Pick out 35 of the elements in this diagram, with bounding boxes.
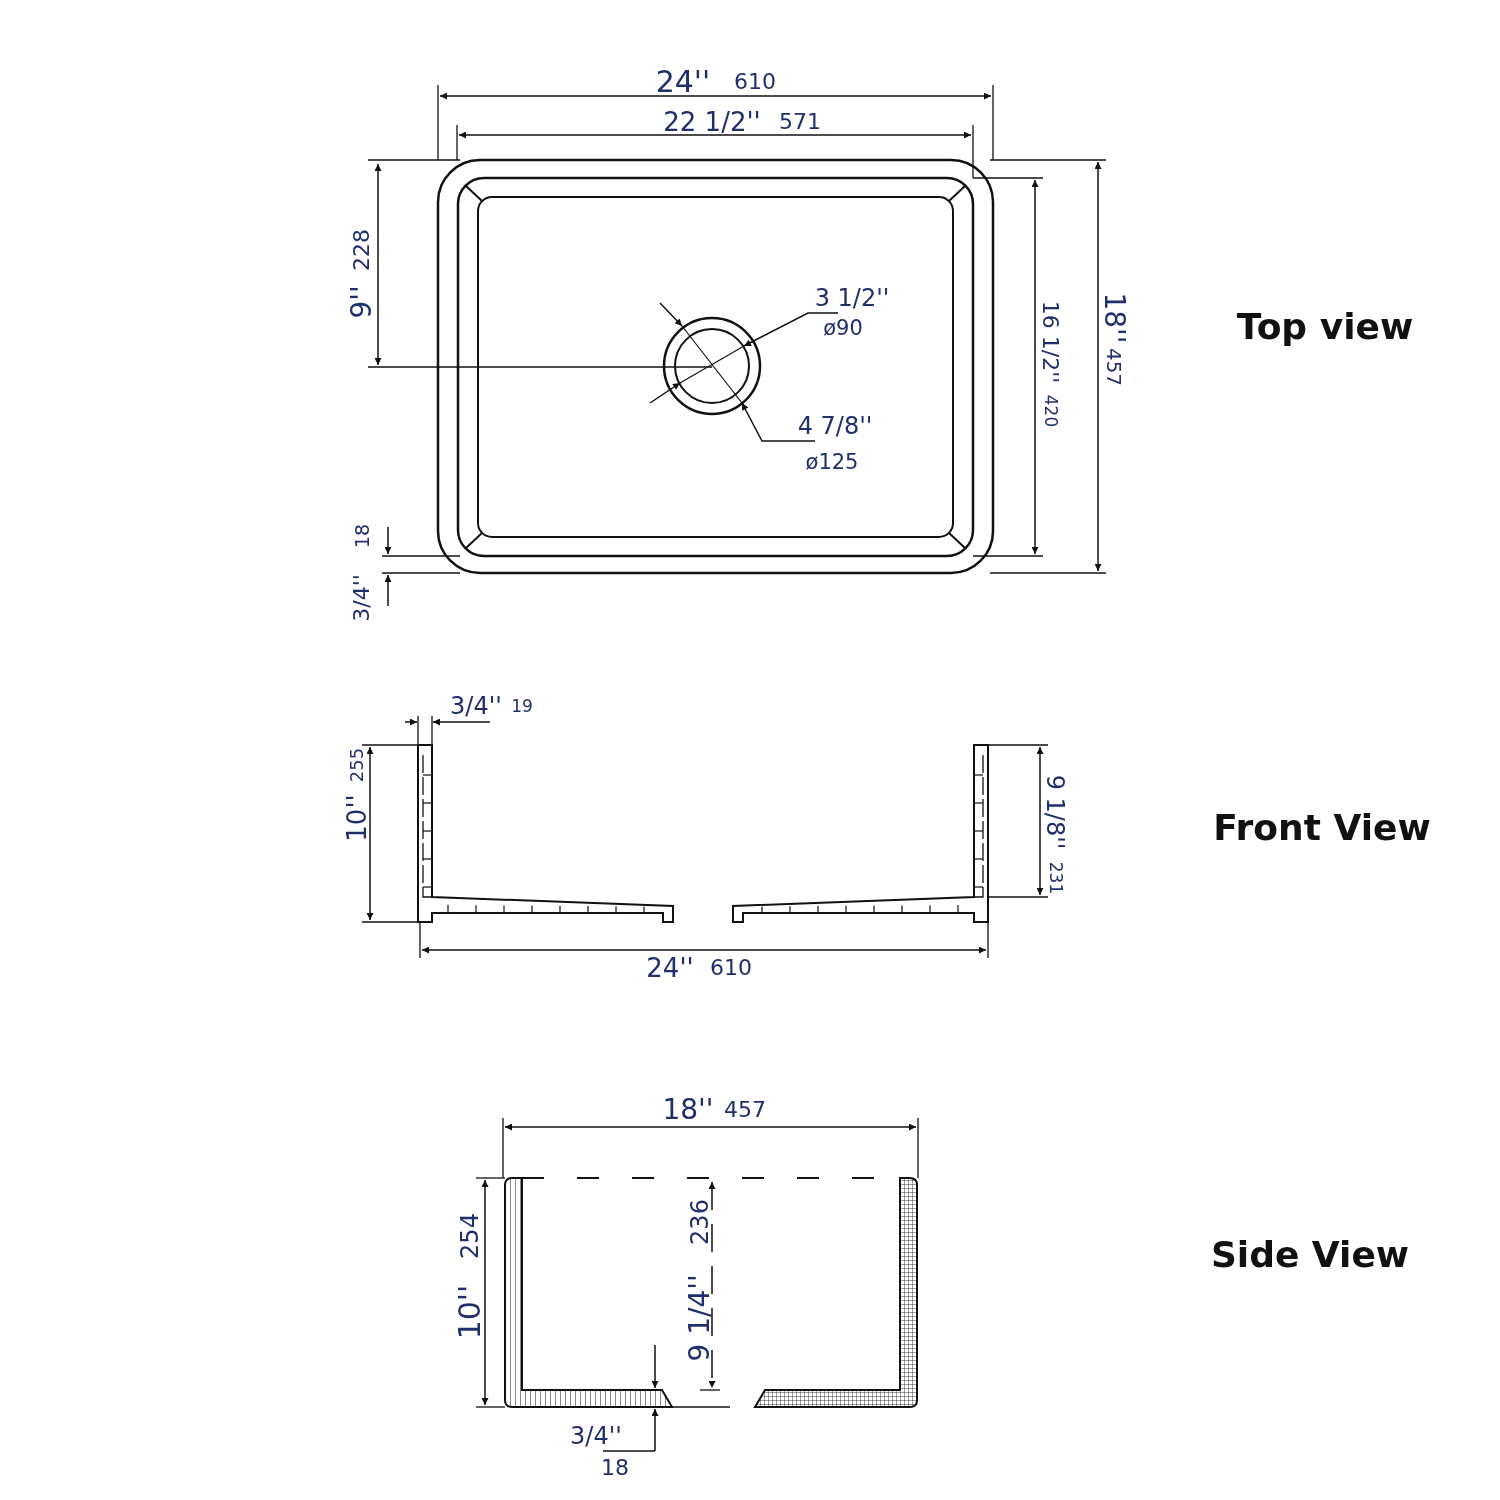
dimension-label: 3/4'' [450,694,502,718]
dimension-label: 10'' [455,1284,485,1340]
dimension-label: 4 7/8'' [797,414,873,438]
dimension-label: 457 [1104,347,1124,387]
dimension-label: 610 [710,957,752,979]
dimension-label: 10'' [344,794,370,842]
dimension-label: 22 1/2'' [663,109,761,135]
dimension-label: 19 [511,697,533,715]
dimension-label: 18'' [1100,292,1128,344]
dimension-label: 9 1/4'' [686,1274,714,1362]
view-title: Side View [1210,1237,1410,1273]
dimension-label: 3/4'' [351,574,373,622]
dimension-label: 24'' [646,955,694,981]
view-title: Front View [1213,810,1431,846]
dimension-label: ø90 [823,317,863,339]
dimension-label: 16 1/2'' [1039,300,1061,384]
dimension-label: 18'' [662,1096,714,1124]
dimension-label: 571 [779,111,821,133]
dimension-label: 18 [352,523,372,549]
dimension-label: 24'' [655,67,711,97]
dimension-label: 18 [601,1457,629,1479]
dimension-label: 236 [688,1199,712,1245]
dimension-label: 3 1/2'' [814,286,890,310]
view-title: Top view [1236,309,1414,345]
dimension-label: 254 [458,1213,482,1259]
dimension-label: 3/4'' [570,1424,622,1448]
dimension-label: ø125 [805,451,859,473]
dimension-label: 9 1/8'' [1043,774,1067,850]
dimension-label: 231 [1046,861,1064,895]
dimension-label: 610 [734,71,776,93]
dimension-label: 457 [724,1099,766,1121]
dimension-label: 255 [348,747,366,783]
dimension-label: 228 [351,229,373,271]
dimension-label: 9'' [348,285,376,319]
dimension-label: 420 [1041,394,1059,428]
